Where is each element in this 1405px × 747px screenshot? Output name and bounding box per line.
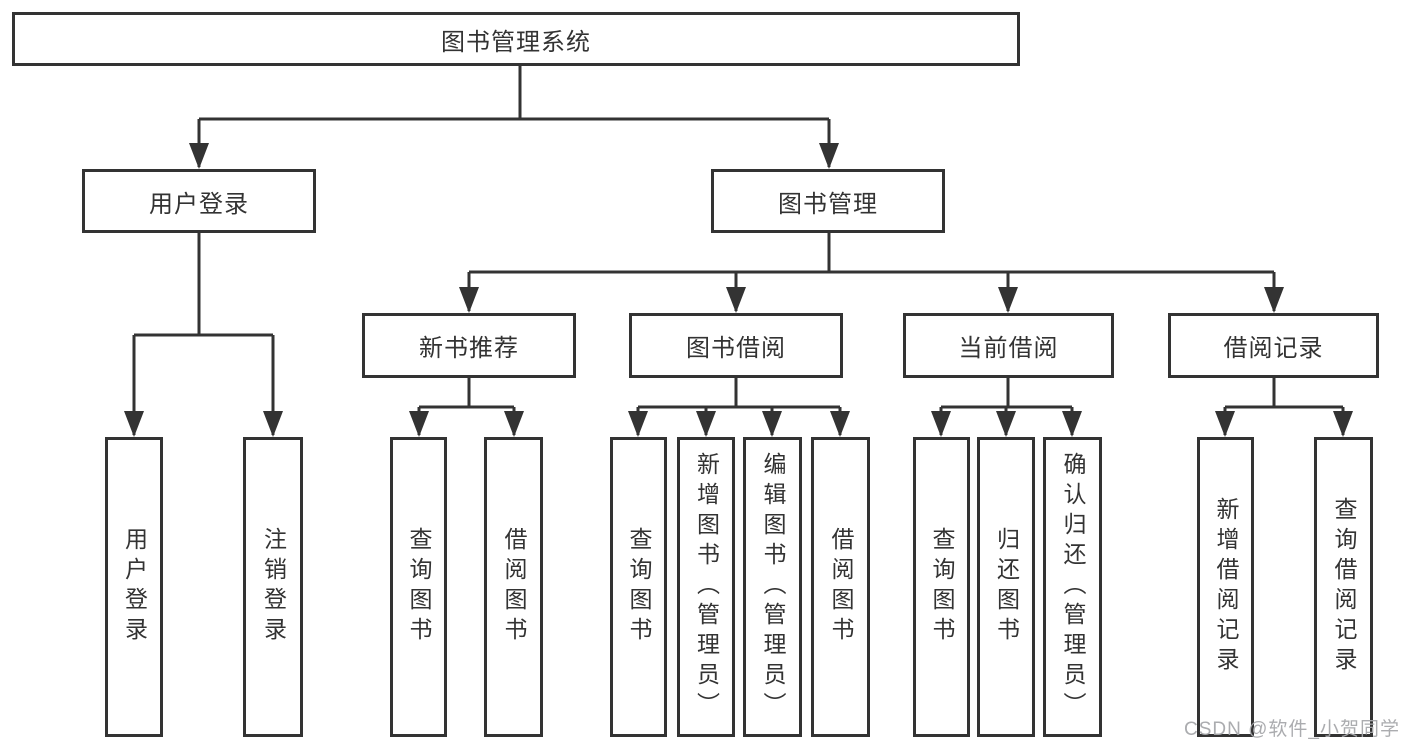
node-book-borrowing: 图书借阅 xyxy=(629,313,843,378)
node-new-book-recommend: 新书推荐 xyxy=(362,313,576,378)
leaf-borrow-borrow-books: 借阅图书 xyxy=(811,437,870,737)
arrowheads xyxy=(124,143,1353,437)
leaf-user-logout: 注销登录 xyxy=(243,437,303,737)
leaf-records-add-record: 新增借阅记录 xyxy=(1197,437,1254,737)
node-library-management-system: 图书管理系统 xyxy=(12,12,1020,66)
leaf-user-login: 用户登录 xyxy=(105,437,163,737)
leaf-borrow-add-books-admin: 新增图书（管理员） xyxy=(677,437,735,737)
leaf-current-confirm-return-admin: 确认归还（管理员） xyxy=(1043,437,1102,737)
leaf-current-query-books: 查询图书 xyxy=(913,437,970,737)
leaf-records-query-record: 查询借阅记录 xyxy=(1314,437,1373,737)
node-borrowing-records: 借阅记录 xyxy=(1168,313,1379,378)
node-user-login: 用户登录 xyxy=(82,169,316,233)
leaf-recommend-query-books: 查询图书 xyxy=(390,437,447,737)
leaf-recommend-borrow-books: 借阅图书 xyxy=(484,437,543,737)
node-book-management: 图书管理 xyxy=(711,169,945,233)
leaf-borrow-query-books: 查询图书 xyxy=(610,437,667,737)
connector-lines xyxy=(132,66,1345,435)
node-current-borrowing: 当前借阅 xyxy=(903,313,1114,378)
csdn-watermark: CSDN @软件_小贺同学 xyxy=(1184,719,1400,740)
leaf-borrow-edit-books-admin: 编辑图书（管理员） xyxy=(743,437,802,737)
leaf-current-return-books: 归还图书 xyxy=(977,437,1035,737)
